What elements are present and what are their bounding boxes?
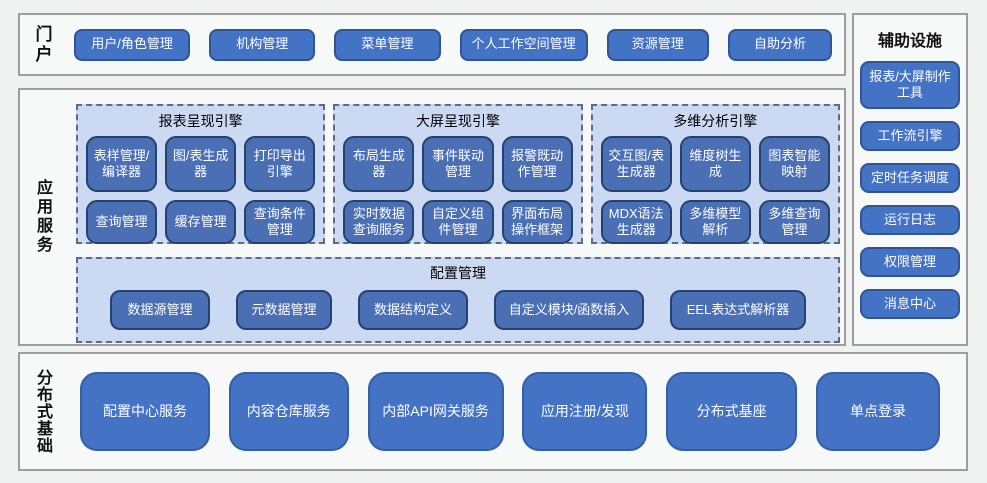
engine-button-custom-component-mgmt[interactable]: 自定义组件管理 — [422, 200, 494, 244]
dist-button-app-register-discovery[interactable]: 应用注册/发现 — [522, 372, 648, 451]
engine-button-event-linkage-mgmt[interactable]: 事件联动管理 — [422, 136, 494, 192]
aux-button-workflow-engine[interactable]: 工作流引擎 — [860, 121, 960, 151]
engine-button-alarm-action-mgmt[interactable]: 报警既动作管理 — [501, 136, 573, 192]
portal-section: 门户 用户/角色管理 机构管理 菜单管理 个人工作空间管理 资源管理 自助分析 — [18, 13, 846, 76]
engine-button-dimension-tree[interactable]: 维度树生成 — [679, 136, 751, 192]
config-button-eel-expression-parser[interactable]: EEL表达式解析器 — [670, 290, 806, 330]
dist-button-sso[interactable]: 单点登录 — [815, 372, 940, 451]
portal-button-workspace-mgmt[interactable]: 个人工作空间管理 — [459, 28, 588, 61]
report-engine-title: 报表呈现引擎 — [158, 113, 243, 129]
engine-button-template-compiler[interactable]: 表样管理/编译器 — [86, 136, 158, 192]
engine-button-interactive-chart-generator[interactable]: 交互图/表生成器 — [600, 136, 672, 192]
portal-button-self-analysis[interactable]: 自助分析 — [727, 28, 833, 61]
auxiliary-buttons: 报表/大屏制作工具 工作流引擎 定时任务调度 运行日志 权限管理 消息中心 — [860, 61, 960, 319]
portal-button-menu-mgmt[interactable]: 菜单管理 — [334, 28, 441, 61]
aux-button-report-screen-tool[interactable]: 报表/大屏制作工具 — [860, 61, 960, 109]
portal-button-user-role-mgmt[interactable]: 用户/角色管理 — [74, 28, 191, 61]
config-button-data-structure[interactable]: 数据结构定义 — [358, 290, 468, 330]
engine-button-multidim-query-mgmt[interactable]: 多维查询管理 — [758, 200, 830, 244]
auxiliary-facilities-section: 辅助设施 报表/大屏制作工具 工作流引擎 定时任务调度 运行日志 权限管理 消息… — [852, 13, 968, 346]
engine-button-cache-mgmt[interactable]: 缓存管理 — [165, 200, 237, 244]
engine-button-mdx-generator[interactable]: MDX语法生成器 — [600, 200, 672, 244]
distributed-section-label: 分布式基础 — [34, 369, 51, 454]
aux-button-message-center[interactable]: 消息中心 — [860, 289, 960, 319]
aux-button-run-log[interactable]: 运行日志 — [860, 205, 960, 235]
engine-button-layout-generator[interactable]: 布局生成器 — [343, 136, 415, 192]
app-services-content: 报表呈现引擎 表样管理/编译器 图/表生成器 打印导出引擎 查询管理 缓存管理 … — [64, 90, 844, 344]
aux-button-scheduled-task[interactable]: 定时任务调度 — [860, 163, 960, 193]
olap-engine-panel: 多维分析引擎 交互图/表生成器 维度树生成 图表智能映射 MDX语法生成器 多维… — [590, 104, 840, 244]
portal-button-resource-mgmt[interactable]: 资源管理 — [606, 28, 709, 61]
config-mgmt-panel: 配置管理 数据源管理 元数据管理 数据结构定义 自定义模块/函数插入 EEL表达… — [76, 257, 840, 343]
auxiliary-section-title: 辅助设施 — [877, 33, 942, 50]
engine-button-realtime-data-query[interactable]: 实时数据查询服务 — [343, 200, 415, 244]
config-button-custom-module-function[interactable]: 自定义模块/函数插入 — [494, 290, 644, 330]
portal-button-org-mgmt[interactable]: 机构管理 — [209, 28, 316, 61]
engine-button-query-condition-mgmt[interactable]: 查询条件管理 — [244, 200, 316, 244]
engine-button-print-export[interactable]: 打印导出引擎 — [244, 136, 316, 192]
bigscreen-engine-panel: 大屏呈现引擎 布局生成器 事件联动管理 报警既动作管理 实时数据查询服务 自定义… — [333, 104, 583, 244]
config-mgmt-title: 配置管理 — [430, 265, 486, 281]
report-engine-panel: 报表呈现引擎 表样管理/编译器 图/表生成器 打印导出引擎 查询管理 缓存管理 … — [76, 104, 326, 244]
engine-button-smart-chart-mapping[interactable]: 图表智能映射 — [758, 136, 830, 192]
app-services-section-label: 应用服务 — [34, 179, 51, 255]
engine-panels: 报表呈现引擎 表样管理/编译器 图/表生成器 打印导出引擎 查询管理 缓存管理 … — [76, 104, 840, 244]
config-button-datasource-mgmt[interactable]: 数据源管理 — [110, 290, 210, 330]
dist-button-content-repo[interactable]: 内容仓库服务 — [228, 372, 349, 451]
distributed-buttons: 配置中心服务 内容仓库服务 内部API网关服务 应用注册/发现 分布式基座 单点… — [64, 372, 966, 451]
config-button-metadata-mgmt[interactable]: 元数据管理 — [236, 290, 332, 330]
dist-button-distributed-base[interactable]: 分布式基座 — [666, 372, 798, 451]
portal-buttons: 用户/角色管理 机构管理 菜单管理 个人工作空间管理 资源管理 自助分析 — [64, 28, 844, 61]
engine-button-chart-table-generator[interactable]: 图/表生成器 — [165, 136, 237, 192]
engine-button-ui-layout-framework[interactable]: 界面布局操作框架 — [501, 200, 573, 244]
dist-button-config-center[interactable]: 配置中心服务 — [80, 372, 210, 451]
dist-button-internal-api-gateway[interactable]: 内部API网关服务 — [367, 372, 504, 451]
app-services-section: 应用服务 报表呈现引擎 表样管理/编译器 图/表生成器 打印导出引擎 查询管理 … — [18, 88, 846, 346]
olap-engine-title: 多维分析引擎 — [673, 113, 758, 129]
portal-section-label: 门户 — [32, 24, 52, 65]
engine-button-multidim-model-parse[interactable]: 多维模型解析 — [679, 200, 751, 244]
bigscreen-engine-title: 大屏呈现引擎 — [415, 113, 500, 129]
aux-button-permission-mgmt[interactable]: 权限管理 — [860, 247, 960, 277]
engine-button-query-mgmt[interactable]: 查询管理 — [86, 200, 158, 244]
distributed-foundation-section: 分布式基础 配置中心服务 内容仓库服务 内部API网关服务 应用注册/发现 分布… — [18, 352, 968, 471]
